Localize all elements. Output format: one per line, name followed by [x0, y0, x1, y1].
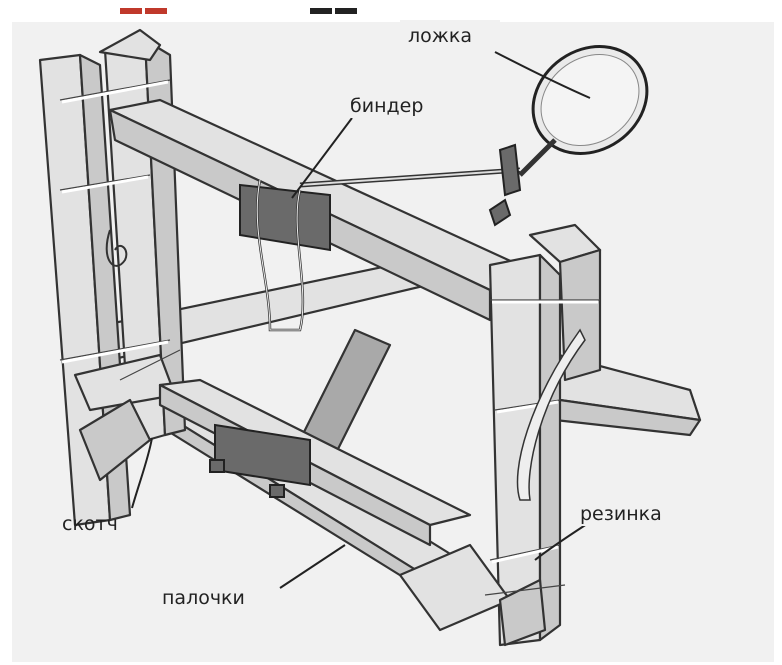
label-sticks: палочки — [162, 587, 245, 609]
label-binder: биндер — [350, 95, 423, 117]
label-rubber-band: резинка — [580, 503, 662, 525]
label-tape: скотч — [62, 513, 118, 535]
spoon — [299, 45, 649, 227]
tape-leader-line — [131, 437, 153, 509]
binder-leader-line — [291, 117, 353, 199]
spoon-leader-line — [494, 51, 591, 99]
rubber-bands — [59, 79, 600, 596]
binder-clips — [209, 179, 331, 498]
label-spoon: ложка — [408, 25, 472, 47]
sticks-leader-line — [279, 544, 346, 589]
